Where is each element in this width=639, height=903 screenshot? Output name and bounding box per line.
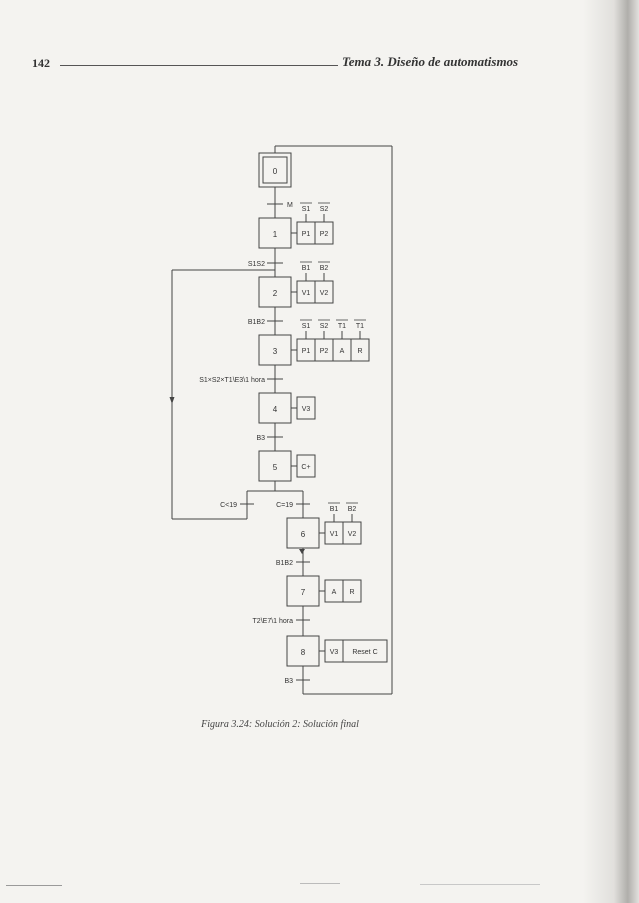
step-7-action-r bbox=[342, 579, 362, 603]
action-label: P1 bbox=[302, 348, 311, 355]
loop-arrow-icon bbox=[169, 397, 175, 404]
action-label: V2 bbox=[348, 531, 357, 538]
transition-label: M bbox=[287, 202, 293, 209]
action-label: V1 bbox=[302, 290, 311, 297]
step-0-label: 0 bbox=[273, 167, 278, 176]
page-number: 142 bbox=[32, 56, 50, 70]
action-label: A bbox=[340, 348, 345, 355]
action-label: V3 bbox=[302, 406, 311, 413]
step-5-action-cplus bbox=[296, 454, 316, 478]
action-label: Reset C bbox=[352, 649, 377, 656]
action-label: V2 bbox=[320, 290, 329, 297]
overbar-label: T1 bbox=[356, 323, 364, 330]
overbar-label: T1 bbox=[338, 323, 346, 330]
overbar-label: B2 bbox=[348, 506, 357, 513]
chapter-title: Tema 3. Diseño de automatismos bbox=[342, 54, 519, 69]
transition-label: C=19 bbox=[276, 502, 293, 509]
transition-label: B3 bbox=[284, 678, 293, 685]
step-3-label: 3 bbox=[273, 347, 278, 356]
overbar-label: B1 bbox=[330, 506, 339, 513]
scan-artifact bbox=[300, 883, 340, 884]
action-label: R bbox=[357, 348, 362, 355]
scan-artifact bbox=[6, 885, 62, 886]
step-8-action-reset-c bbox=[342, 639, 388, 663]
transition-label: C<19 bbox=[220, 502, 237, 509]
action-label: R bbox=[349, 589, 354, 596]
figure-caption: Figura 3.24: Solución 2: Solución final bbox=[201, 719, 359, 730]
header-rule bbox=[60, 65, 338, 66]
action-label: P1 bbox=[302, 231, 311, 238]
action-label: P2 bbox=[320, 231, 329, 238]
transition-label: S1×S2×T1\E3\1 hora bbox=[199, 377, 265, 384]
step-5-label: 5 bbox=[273, 463, 278, 472]
step-8-label: 8 bbox=[301, 648, 306, 657]
overbar-label: S1 bbox=[302, 323, 311, 330]
transition-label: T2\E7\1 hora bbox=[253, 618, 294, 625]
step-7-label: 7 bbox=[301, 588, 306, 597]
action-label: C+ bbox=[301, 464, 310, 471]
overbar-label: S2 bbox=[320, 206, 329, 213]
scan-artifact bbox=[420, 884, 540, 885]
transition-label: B1B2 bbox=[276, 560, 293, 567]
step-4-label: 4 bbox=[273, 405, 278, 414]
action-label: P2 bbox=[320, 348, 329, 355]
step-2-label: 2 bbox=[273, 289, 278, 298]
step-4-action-v3 bbox=[296, 396, 316, 420]
transition-label: S1S2 bbox=[248, 261, 265, 268]
flow-arrow-icon bbox=[299, 549, 305, 554]
action-label: V1 bbox=[330, 531, 339, 538]
initial-step-inner-box bbox=[262, 156, 288, 184]
overbar-label: S1 bbox=[302, 206, 311, 213]
transition-label: B3 bbox=[256, 435, 265, 442]
overbar-label: B2 bbox=[320, 265, 329, 272]
step-1-label: 1 bbox=[273, 230, 278, 239]
step-6-label: 6 bbox=[301, 530, 306, 539]
page-edge-shadow bbox=[583, 0, 639, 903]
action-label: A bbox=[332, 589, 337, 596]
overbar-label: B1 bbox=[302, 265, 311, 272]
overbar-label: S2 bbox=[320, 323, 329, 330]
transition-label: B1B2 bbox=[248, 319, 265, 326]
action-label: V3 bbox=[330, 649, 339, 656]
